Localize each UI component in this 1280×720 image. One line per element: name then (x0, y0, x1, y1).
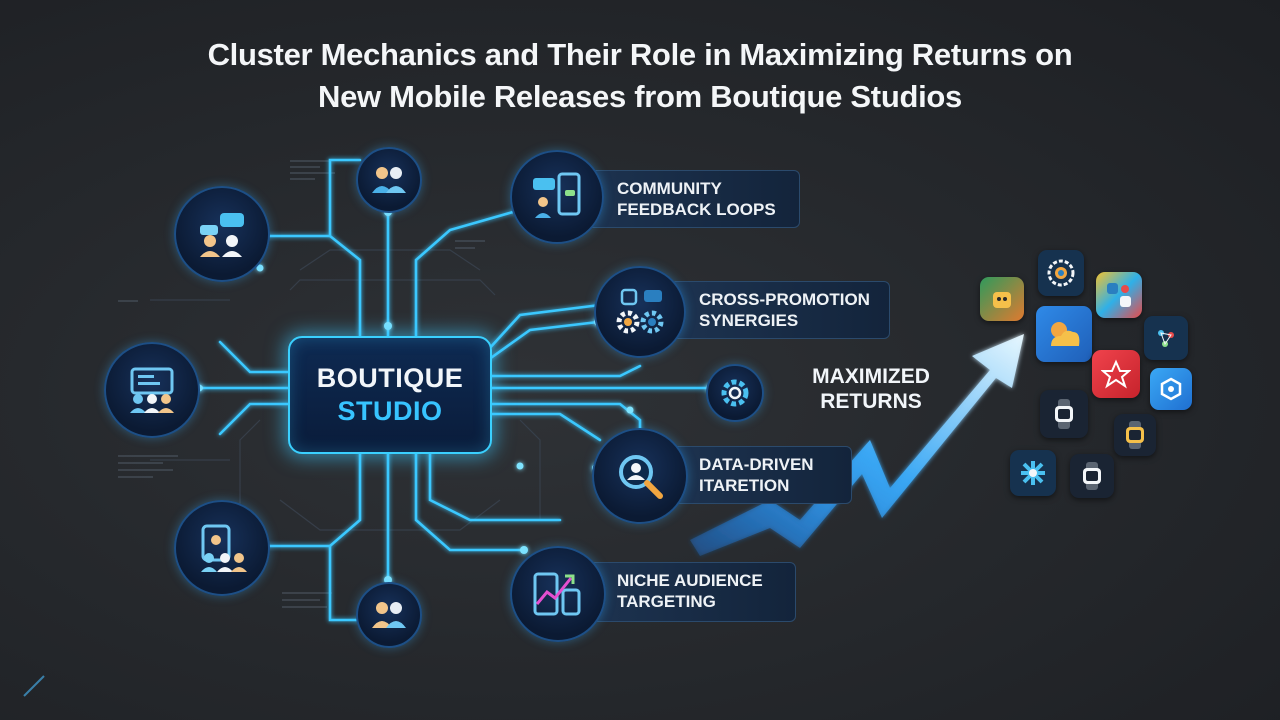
hub-label-line-1: BOUTIQUE (316, 363, 464, 393)
smartwatch-icon (1083, 462, 1101, 490)
app-icon-snowflake (1010, 450, 1056, 496)
users-icon (372, 602, 406, 628)
app-icon-game (980, 277, 1024, 321)
app-icon-sun-badge (1038, 250, 1084, 296)
node-presentation (104, 342, 200, 438)
mechanic-label-data-driven: DATA-DRIVEN ITARETION (670, 446, 852, 504)
app-icon-hex (1150, 368, 1192, 410)
app-icon-watch-3 (1070, 454, 1114, 498)
app-icon-watch-1 (1040, 390, 1088, 438)
mechanic-line-2: SYNERGIES (699, 311, 799, 330)
mechanic-label-community: COMMUNITY FEEDBACK LOOPS (580, 170, 800, 228)
sun-badge-icon (1047, 259, 1075, 287)
mechanic-label-cross-promotion: CROSS-PROMOTION SYNERGIES (670, 281, 890, 339)
node-data-driven (592, 428, 688, 524)
returns-line-1: MAXIMIZED (812, 365, 930, 388)
app-icon-watch-2 (1114, 414, 1156, 456)
hexagon-icon (1160, 377, 1182, 401)
app-icon-star (1092, 350, 1140, 398)
mechanic-line-2: TARGETING (617, 592, 716, 611)
maximized-returns-label: MAXIMIZED RETURNS (800, 364, 942, 414)
node-bottom-users (356, 582, 422, 648)
mechanic-line-1: CROSS-PROMOTION (699, 290, 870, 309)
snowflake-icon (1021, 461, 1045, 485)
gear-icon (721, 379, 749, 407)
node-top-users (356, 147, 422, 213)
chat-phone-icon (533, 172, 581, 218)
presentation-team-icon (130, 367, 174, 413)
tablet-team-icon (201, 524, 247, 572)
magnifier-user-icon (619, 455, 663, 499)
corner-mark (23, 675, 45, 697)
mechanic-label-niche: NICHE AUDIENCE TARGETING (584, 562, 796, 622)
devices-growth-icon (533, 572, 581, 616)
app-icon-puzzle (1096, 272, 1142, 318)
smartwatch-yellow-icon (1126, 421, 1144, 449)
node-community-feedback (510, 150, 604, 244)
mechanic-line-2: FEEDBACK LOOPS (617, 200, 776, 219)
faint-text-clusters (118, 160, 485, 608)
nodes-icon (1158, 330, 1174, 347)
title-line-2: New Mobile Releases from Boutique Studio… (318, 79, 962, 114)
cloud-sun-icon (1051, 322, 1080, 346)
app-icon-cloud (1036, 306, 1092, 362)
mechanic-line-1: DATA-DRIVEN (699, 455, 814, 474)
returns-line-2: RETURNS (820, 390, 922, 413)
node-small-gear (706, 364, 764, 422)
chat-users-icon (200, 213, 244, 257)
node-cross-promotion (594, 266, 686, 358)
users-icon (372, 167, 406, 193)
boutique-studio-hub: BOUTIQUE STUDIO (288, 336, 492, 454)
node-tablet-team (174, 500, 270, 596)
mechanic-line-1: NICHE AUDIENCE (617, 571, 763, 590)
star-lattice-icon (1101, 359, 1131, 389)
circuit-background (150, 249, 541, 531)
mechanic-line-2: ITARETION (699, 476, 790, 495)
smartwatch-icon (1055, 399, 1073, 429)
mechanic-line-1: COMMUNITY (617, 179, 722, 198)
title-line-1: Cluster Mechanics and Their Role in Maxi… (207, 37, 1073, 72)
game-character-icon (993, 292, 1011, 308)
gears-icon (616, 288, 664, 334)
node-niche-audience (510, 546, 606, 642)
node-chat-users (174, 186, 270, 282)
hub-label-line-2: STUDIO (337, 396, 443, 426)
page-title: Cluster Mechanics and Their Role in Maxi… (0, 34, 1280, 118)
app-icon-nodes (1144, 316, 1188, 360)
puzzle-icon (1107, 283, 1131, 307)
growth-arrow (690, 334, 1024, 556)
